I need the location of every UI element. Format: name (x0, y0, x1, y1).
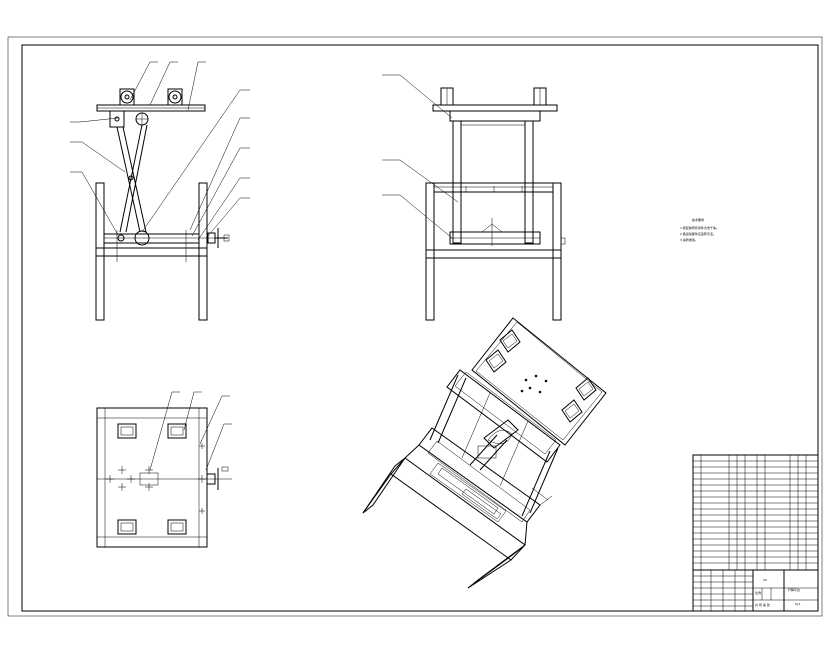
title-block-sheet-label: 共 张 第 张 (755, 602, 770, 607)
iso-bolt-holes (520, 374, 548, 394)
title-block-drawing-name: 升降平台 (788, 587, 800, 592)
notes-line-3: 3.涂防锈漆。 (680, 237, 698, 242)
front-view-wheel-left (117, 88, 137, 106)
iso-wheel-3 (575, 377, 597, 401)
sheet-border (7, 36, 823, 617)
notes-line-1: 1.装配前所有零件清洗干净。 (680, 225, 719, 230)
iso-wheel-1 (499, 329, 521, 353)
top-view-wheel-tr (167, 423, 187, 439)
isometric-view (362, 317, 607, 589)
top-view-wheel-br (167, 519, 187, 535)
side-view (382, 74, 566, 321)
title-block-drawing-number: SJ-1 (795, 602, 801, 606)
top-view-wheel-bl (117, 519, 137, 535)
notes-line-2: 2.各运动部件应运转灵活。 (680, 231, 716, 236)
front-view (70, 61, 250, 321)
parts-list (692, 454, 819, 571)
title-block-company: XX (763, 578, 767, 582)
iso-wheel-2 (485, 349, 507, 373)
technical-notes: 技术要求 1.装配前所有零件清洗干净。 2.各运动部件应运转灵活。 3.涂防锈漆… (680, 217, 719, 242)
notes-title: 技术要求 (692, 217, 704, 222)
top-view (96, 391, 232, 548)
title-block-scale-label: 比例 (755, 590, 761, 595)
iso-wheel-4 (561, 399, 583, 423)
front-view-wheel-right (165, 88, 185, 106)
top-view-wheel-tl (117, 423, 137, 439)
title-block: XX 升降平台 SJ-1 比例 共 张 第 张 (692, 569, 819, 612)
